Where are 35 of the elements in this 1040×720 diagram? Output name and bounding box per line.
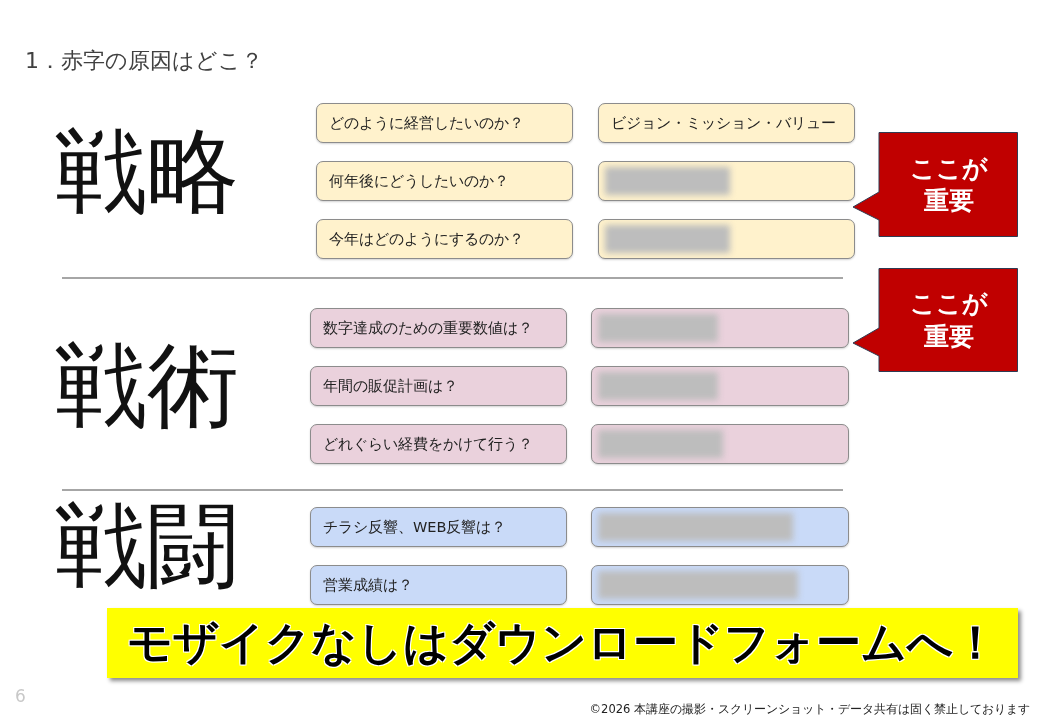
- question-text: 今年はどのようにするのか？: [329, 229, 524, 249]
- question-box: [310, 366, 567, 406]
- question-box: [316, 103, 573, 143]
- question-box: [316, 161, 573, 201]
- question-box: [316, 219, 573, 259]
- slide-title: 1．赤字の原因はどこ？: [25, 47, 263, 75]
- banner-text: モザイクなしはダウンロードフォームへ！: [127, 615, 998, 671]
- answer-text: ビジョン・ミッション・バリュー: [611, 113, 836, 133]
- mosaic-box: [591, 565, 849, 605]
- section-heading: 戦闘: [55, 500, 239, 592]
- question-text: 数字達成のための重要数値は？: [323, 318, 533, 338]
- question-text: 営業成績は？: [323, 575, 413, 595]
- mosaic-box: [598, 161, 855, 201]
- question-box: [310, 507, 567, 547]
- question-text: 年間の販促計画は？: [323, 376, 458, 396]
- section-heading: 戦術: [55, 340, 239, 432]
- speech-bubble: [852, 268, 1018, 372]
- question-box: [310, 308, 567, 348]
- question-box: [310, 565, 567, 605]
- question-text: 何年後にどうしたいのか？: [329, 171, 509, 191]
- copyright-notice: ©2026 本講座の撮影・スクリーンショット・データ共有は固く禁止しております: [589, 702, 1030, 717]
- mosaic-box: [591, 366, 849, 406]
- answer-box: [598, 103, 855, 143]
- question-box: [310, 424, 567, 464]
- mosaic-box: [591, 424, 849, 464]
- speech-bubble: [852, 132, 1018, 237]
- callout-text: ここが重要: [908, 287, 989, 352]
- callout-text: ここが重要: [908, 152, 989, 217]
- mosaic-box: [591, 308, 849, 348]
- question-text: どのように経営したいのか？: [329, 113, 524, 133]
- mosaic-box: [591, 507, 849, 547]
- section-heading: 戦略: [55, 126, 239, 218]
- mosaic-box: [598, 219, 855, 259]
- question-text: どれぐらい経費をかけて行う？: [323, 434, 533, 454]
- question-text: チラシ反響、WEB反響は？: [323, 517, 507, 537]
